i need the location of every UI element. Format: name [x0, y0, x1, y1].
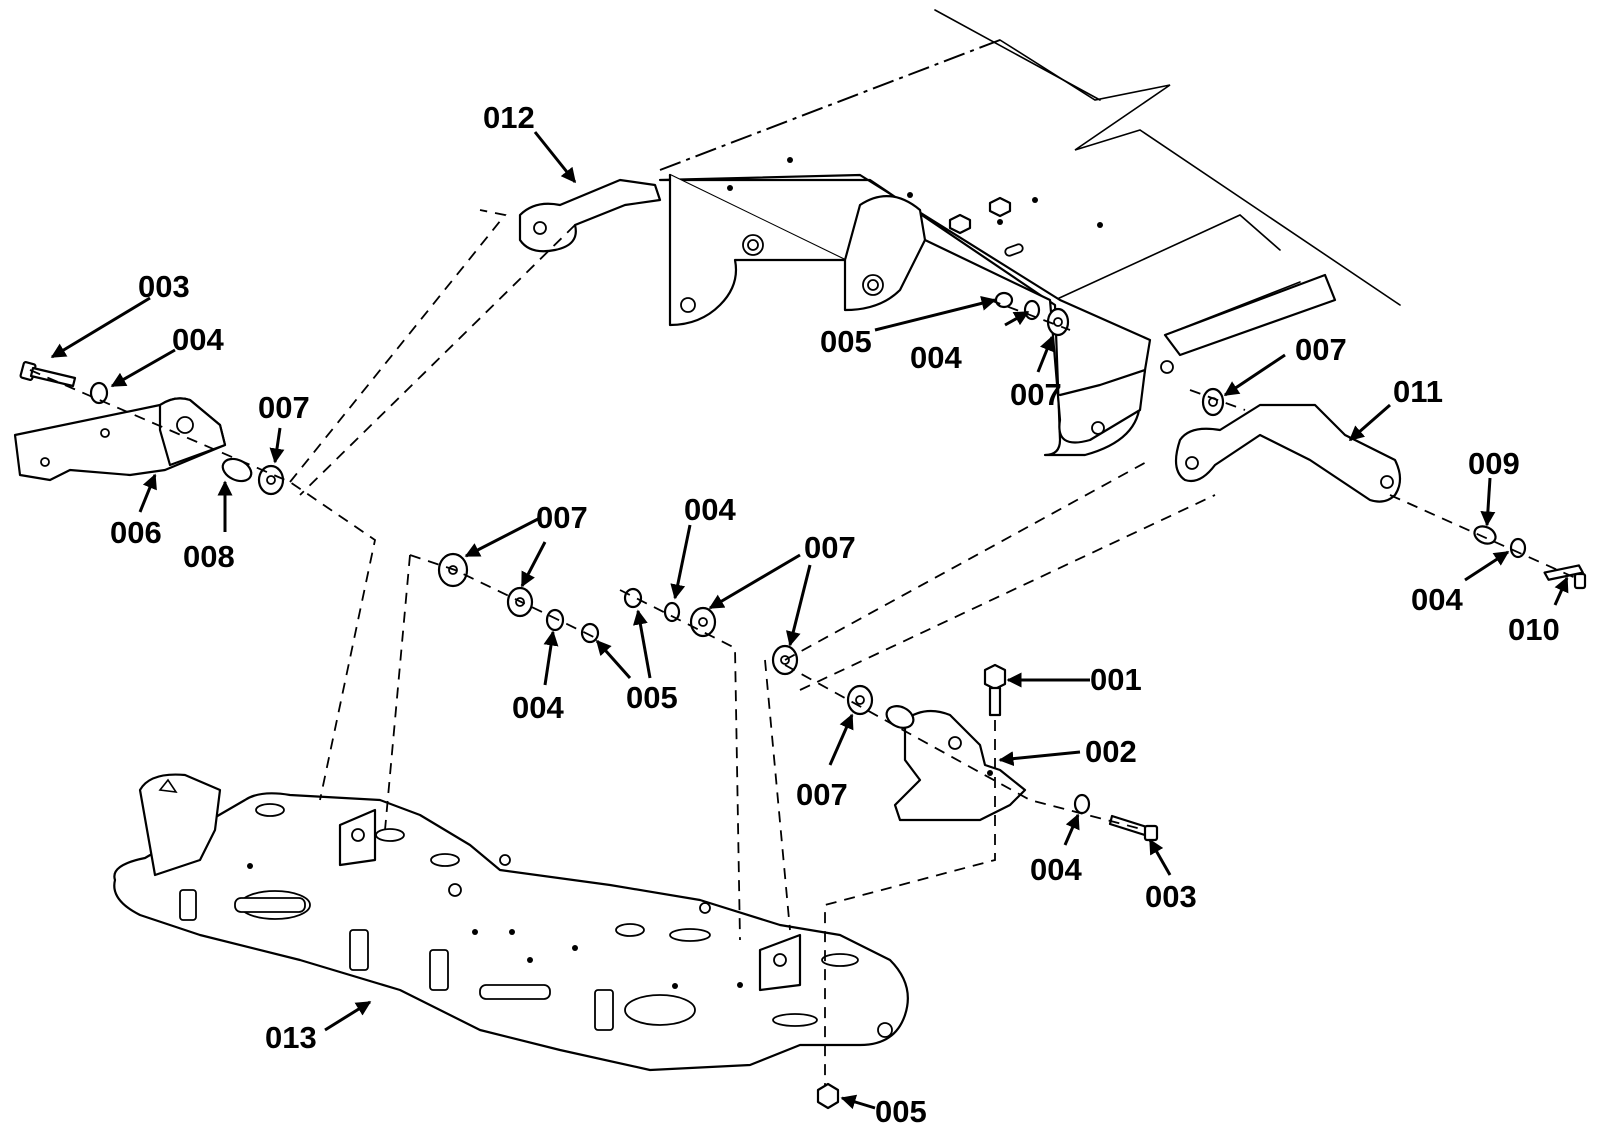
- callout-007-left: 007: [258, 390, 310, 425]
- spacer-008: [221, 457, 253, 483]
- callout-labels: 003 004 007 006 008 012 005 004 007 007 …: [110, 100, 1560, 1129]
- washer-004-left: [89, 381, 109, 405]
- callout-005-bottom: 005: [875, 1094, 927, 1129]
- part-006-bracket: [13, 397, 227, 482]
- callout-011: 011: [1393, 374, 1443, 409]
- assembly-lines: [29, 209, 1581, 1085]
- callout-005-top: 005: [820, 324, 872, 359]
- part-002-bracket: [893, 709, 1027, 822]
- machine-frame: [659, 9, 1401, 357]
- callout-007-m1: 007: [536, 500, 588, 535]
- nut-005-m2: [623, 587, 643, 609]
- bolt-003-right: [1108, 814, 1159, 842]
- callout-007-m3: 007: [804, 530, 856, 565]
- washer-004-right: [1509, 537, 1527, 559]
- callout-005-middle: 005: [626, 680, 678, 715]
- callout-004-m1: 004: [512, 690, 564, 725]
- callout-012: 012: [483, 100, 535, 135]
- callout-002: 002: [1085, 734, 1137, 769]
- nut-005-bottom: [816, 1082, 840, 1110]
- callout-008: 008: [183, 539, 235, 574]
- callout-006: 006: [110, 515, 162, 550]
- nut-005-m1: [580, 622, 600, 644]
- callout-003-right: 003: [1145, 879, 1197, 914]
- callout-003-left: 003: [138, 269, 190, 304]
- nut-005-top: [994, 291, 1014, 309]
- washer-004-m1: [545, 608, 565, 632]
- frame-front-plate: [658, 157, 1174, 457]
- callout-007-top: 007: [1010, 377, 1062, 412]
- callout-010: 010: [1508, 612, 1560, 647]
- callout-004-left: 004: [172, 322, 224, 357]
- callout-004-top: 004: [910, 340, 962, 375]
- bolt-001: [983, 663, 1007, 717]
- callout-001: 001: [1090, 662, 1142, 697]
- spacer-009: [1473, 525, 1497, 545]
- spacer-right: [885, 705, 915, 729]
- bolt-003-left: [19, 361, 77, 388]
- callout-009: 009: [1468, 446, 1520, 481]
- washer-004-bottom-right: [1073, 793, 1091, 815]
- washer-004-m2: [663, 601, 681, 623]
- part-012-bracket: [518, 178, 662, 253]
- callout-004-right: 004: [1411, 582, 1463, 617]
- callout-004-m2: 004: [684, 492, 736, 527]
- callout-007-m5: 007: [796, 777, 848, 812]
- callout-007-right-top: 007: [1295, 332, 1347, 367]
- callout-arrows: [50, 131, 1569, 1110]
- callout-013: 013: [265, 1020, 317, 1055]
- callout-004-bottom-right: 004: [1030, 852, 1082, 887]
- part-013-base-plate: [113, 773, 909, 1072]
- part-011-bracket: [1174, 403, 1402, 503]
